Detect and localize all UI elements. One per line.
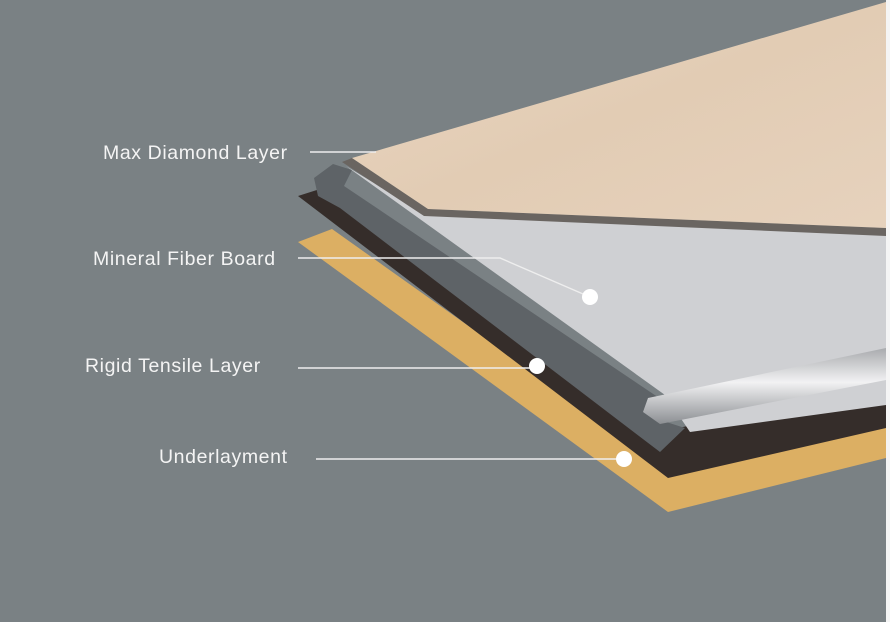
max-diamond-wood-surface [352, 2, 886, 228]
label-max-diamond-layer: Max Diamond Layer [103, 142, 288, 164]
mineral-fiber-board-top [346, 166, 886, 432]
label-mineral-fiber-board: Mineral Fiber Board [93, 248, 276, 270]
label-rigid-tensile-layer: Rigid Tensile Layer [85, 355, 261, 377]
marker-dot-underlayment [616, 451, 632, 467]
tongue-rod [643, 348, 886, 424]
label-underlayment: Underlayment [159, 446, 288, 468]
leader-line-mineral-fiber [298, 257, 591, 298]
marker-dot-rigid-tensile [529, 358, 545, 374]
wood-edge [342, 158, 886, 236]
board-side [314, 164, 685, 452]
right-border [886, 0, 890, 622]
marker-dot-mineral-fiber [582, 289, 598, 305]
